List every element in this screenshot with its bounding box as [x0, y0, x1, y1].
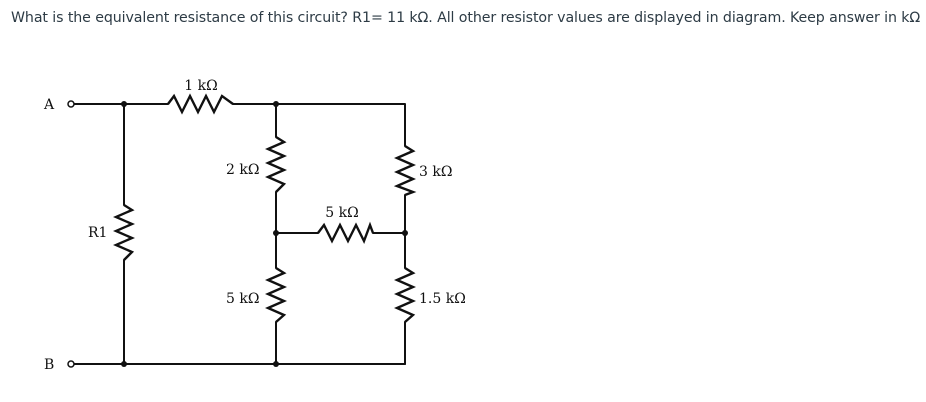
resistor-right-upper [393, 144, 417, 197]
label-resistor-top: 1 kΩ [184, 78, 217, 94]
junction-dot [402, 230, 408, 236]
label-resistor-right-upper: 3 kΩ [419, 164, 452, 180]
junction-dot [273, 101, 279, 107]
junction-dot [273, 230, 279, 236]
label-resistor-r1: R1 [88, 225, 107, 241]
wire-top-right [232, 103, 406, 147]
resistor-right-lower [394, 266, 416, 323]
label-resistor-right-lower: 1.5 kΩ [419, 291, 466, 307]
label-resistor-bridge: 5 kΩ [325, 205, 358, 221]
resistor-r1 [113, 203, 135, 261]
terminal-b-label: B [44, 357, 54, 373]
junction-dot [273, 361, 279, 367]
resistor-bridge [317, 221, 375, 244]
junction-dot [121, 361, 127, 367]
resistor-middle-lower [265, 266, 287, 323]
label-resistor-middle-lower: 5 kΩ [226, 291, 259, 307]
terminal-a-node [67, 100, 75, 108]
resistor-top [167, 93, 234, 115]
terminal-b-node [67, 360, 75, 368]
question-text: What is the equivalent resistance of thi… [11, 10, 921, 26]
terminal-a-label: A [43, 97, 55, 113]
junction-dot [121, 101, 127, 107]
circuit-wires [73, 103, 406, 365]
junction-dots [121, 101, 408, 367]
resistor-middle-upper [265, 135, 287, 193]
label-resistor-middle-upper: 2 kΩ [226, 162, 259, 178]
